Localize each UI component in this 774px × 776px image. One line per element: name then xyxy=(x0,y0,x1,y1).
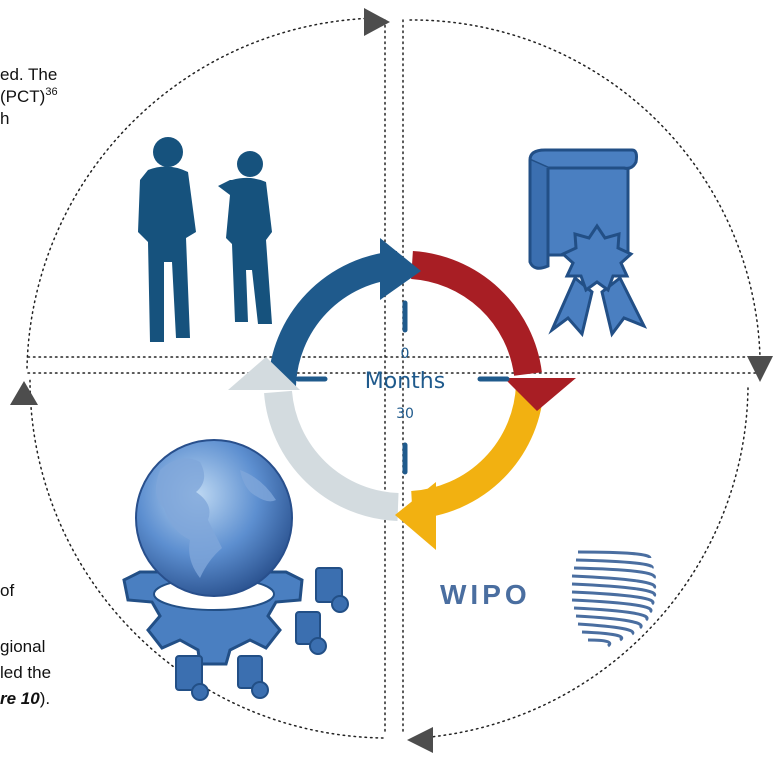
center-ring-arrowheads xyxy=(228,238,576,550)
ring-segment-red xyxy=(410,251,542,377)
arrowhead-left xyxy=(10,381,38,405)
globe-gear-icon xyxy=(122,439,349,701)
wipo-logo: WIPO xyxy=(440,550,657,648)
ring-arrow-red xyxy=(504,378,576,411)
text-fragment-line3: h xyxy=(0,109,10,128)
months-end-value: 30 xyxy=(396,406,414,422)
quadrant-arc-bottom-right xyxy=(419,387,749,739)
circle-arrowheads xyxy=(10,8,773,753)
months-label: Months xyxy=(365,369,445,394)
center-cycle-ring xyxy=(264,251,544,521)
wipo-logo-text: WIPO xyxy=(440,579,531,610)
patent-certificate-icon xyxy=(528,148,648,338)
text-fragment-line5: gional xyxy=(0,637,46,656)
arrowhead-top xyxy=(364,8,390,36)
quadrant-arc-top-right xyxy=(409,19,761,358)
ring-segment-yellow xyxy=(410,384,544,519)
ring-segment-grey xyxy=(264,390,399,521)
ring-segment-blue xyxy=(268,251,400,387)
quadrant-arc-top-left xyxy=(26,17,379,369)
text-fragment-line7: re 10). xyxy=(0,689,51,708)
arrowhead-bottom xyxy=(407,727,433,753)
months-start-value: 0 xyxy=(401,346,410,362)
text-fragment-line2: (PCT)36 xyxy=(0,86,58,107)
ring-ticks xyxy=(295,300,510,475)
document-icons xyxy=(175,567,349,701)
text-fragment-line4: of xyxy=(0,581,15,600)
text-fragment-line6: led the xyxy=(0,663,52,682)
outer-dotted-circle xyxy=(26,17,761,739)
ring-arrow-yellow xyxy=(395,482,436,550)
text-fragment-line1: ed. The xyxy=(0,65,58,84)
arrowhead-right xyxy=(747,356,773,382)
quadrant-arc-bottom-left xyxy=(29,379,384,739)
wipo-logo-lines xyxy=(571,550,657,648)
people-silhouette-icon xyxy=(138,137,272,342)
ring-arrow-grey xyxy=(228,357,300,390)
ring-arrow-blue xyxy=(380,238,421,300)
